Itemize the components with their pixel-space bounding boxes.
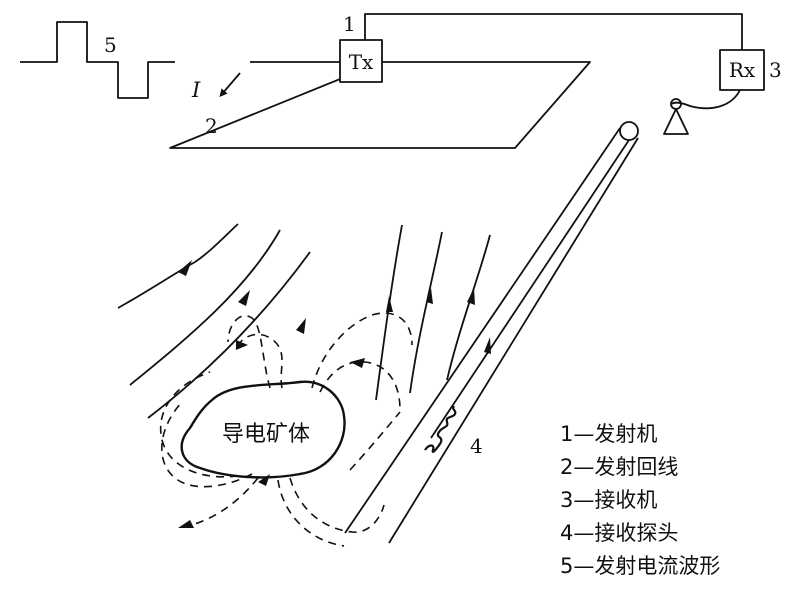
current-arrow-icon	[219, 72, 241, 98]
primary-field-arrows	[178, 260, 491, 354]
borehole	[344, 127, 639, 544]
receiver-probe-icon	[424, 405, 457, 453]
orebody-label: 导电矿体	[222, 422, 310, 447]
legend-item-receiver: 3—接收机	[560, 488, 658, 512]
current-waveform	[20, 21, 175, 99]
borehole-cable	[430, 139, 630, 439]
transmitter-loop	[169, 61, 591, 149]
rx-pulley-cable	[671, 89, 741, 110]
legend: 1—发射机 2—发射回线 3—接收机 4—接收探头 5—发射电流波形	[560, 418, 795, 583]
pulley-stand	[663, 108, 689, 135]
rx-box	[719, 49, 765, 91]
tx-rx-cable	[364, 13, 743, 50]
secondary-field-lines	[159, 312, 413, 547]
legend-item-current-waveform: 5—发射电流波形	[560, 554, 721, 578]
label-1: 1	[343, 12, 356, 36]
ore-body	[180, 380, 346, 479]
rx-label: Rx	[729, 58, 756, 82]
secondary-field-arrows	[178, 340, 365, 528]
legend-item-transmitter: 1—发射机	[560, 422, 658, 446]
tx-box	[339, 39, 383, 83]
tx-label: Tx	[349, 50, 374, 74]
current-label: I	[191, 78, 201, 102]
legend-item-transmitter-loop: 2—发射回线	[560, 455, 679, 479]
label-3: 3	[769, 58, 782, 82]
label-2: 2	[205, 114, 218, 138]
label-4: 4	[470, 434, 483, 458]
borehole-wheel-icon	[619, 121, 639, 141]
legend-item-receiver-probe: 4—接收探头	[560, 521, 679, 545]
label-5: 5	[104, 33, 117, 57]
